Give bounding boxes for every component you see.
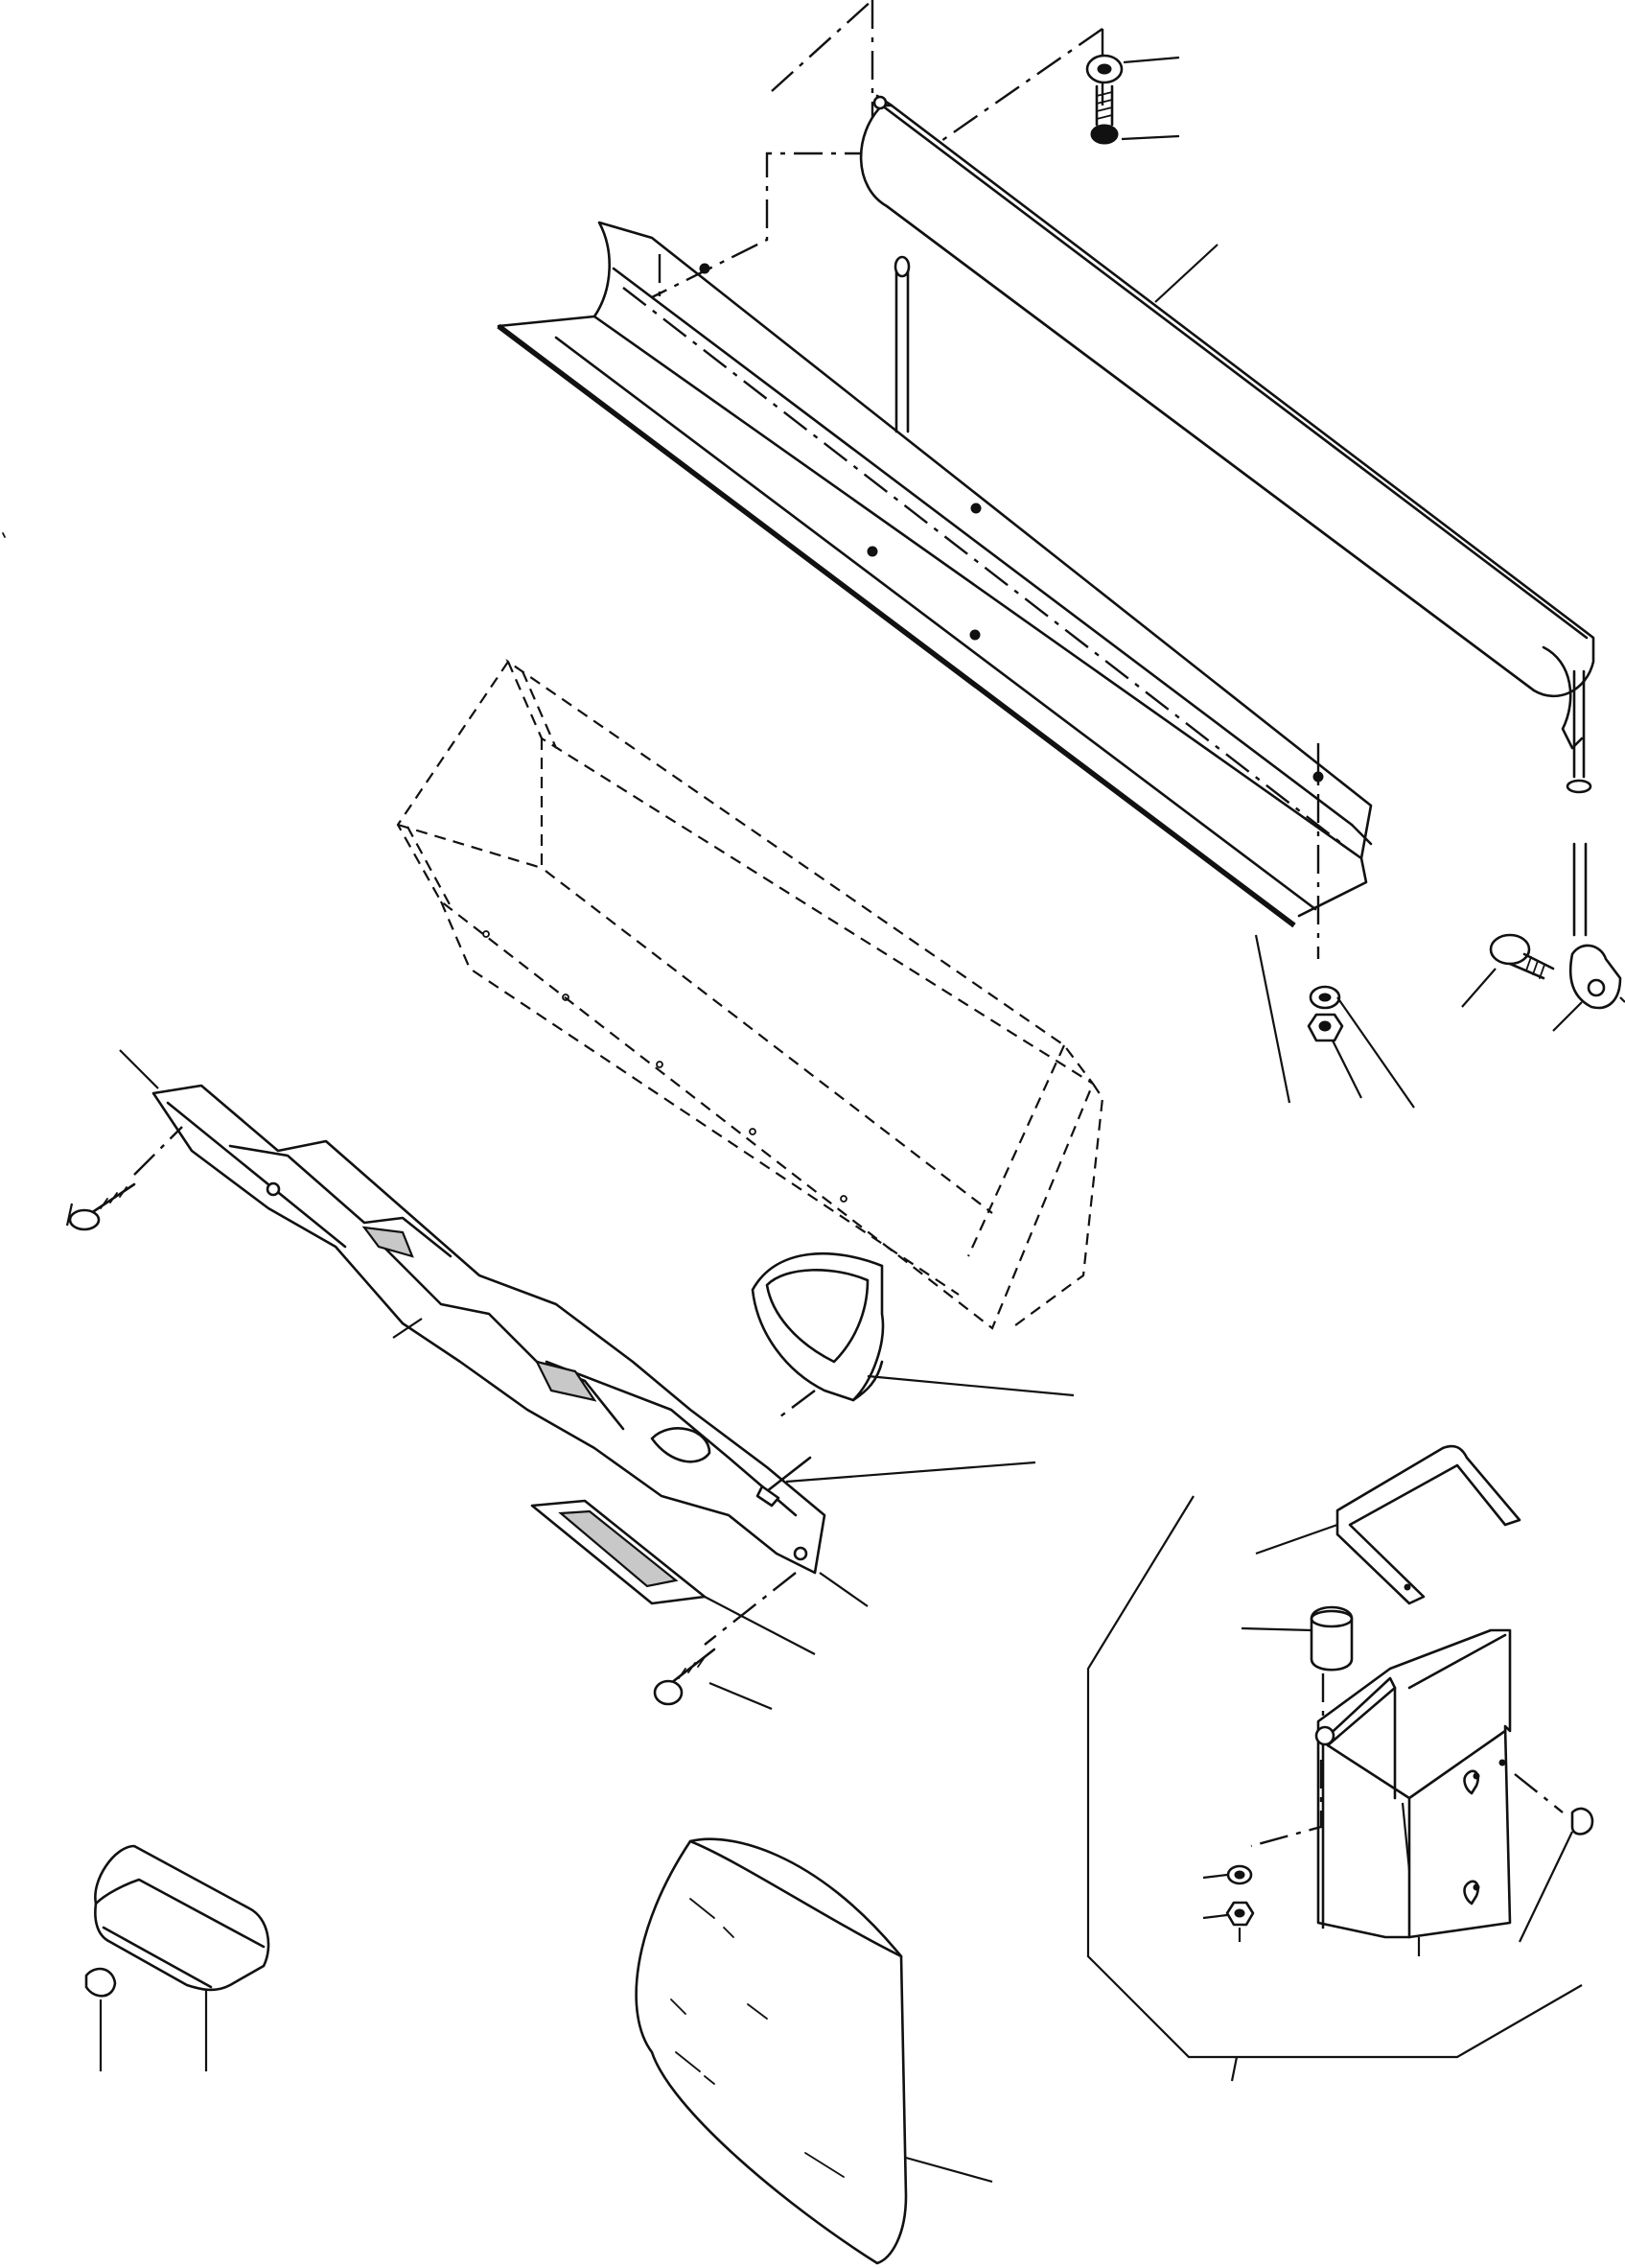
assembly-lines-top <box>651 0 1320 959</box>
leader-cover-tube <box>1154 244 1219 303</box>
bolt-eye-bracket <box>1461 933 1625 1032</box>
washer-screw-top <box>1085 54 1180 145</box>
lens-cover <box>635 1837 993 2265</box>
screw-bottom <box>653 1572 797 1711</box>
cap <box>1241 1605 1354 1717</box>
wiper-arm-bracket <box>119 1049 869 1607</box>
cover-tube <box>859 94 1595 937</box>
diamond-plate <box>530 1499 816 1655</box>
u-bracket <box>1255 1444 1521 1605</box>
subassembly-outline <box>1086 1495 1583 2082</box>
rubber-boot <box>751 1251 1075 1420</box>
trough-channel <box>497 221 1373 928</box>
stray-mark <box>2 532 6 538</box>
screw-mid <box>755 1456 1036 1508</box>
nut-washer-right <box>1254 934 1415 1109</box>
box-hidden-outline <box>396 658 1104 1330</box>
box-fasteners <box>1202 1760 1594 1943</box>
lamp-housing <box>94 1844 270 2071</box>
bulb <box>84 1967 117 2071</box>
mounting-box <box>1314 1628 1512 1956</box>
screw-left <box>65 1126 183 1231</box>
